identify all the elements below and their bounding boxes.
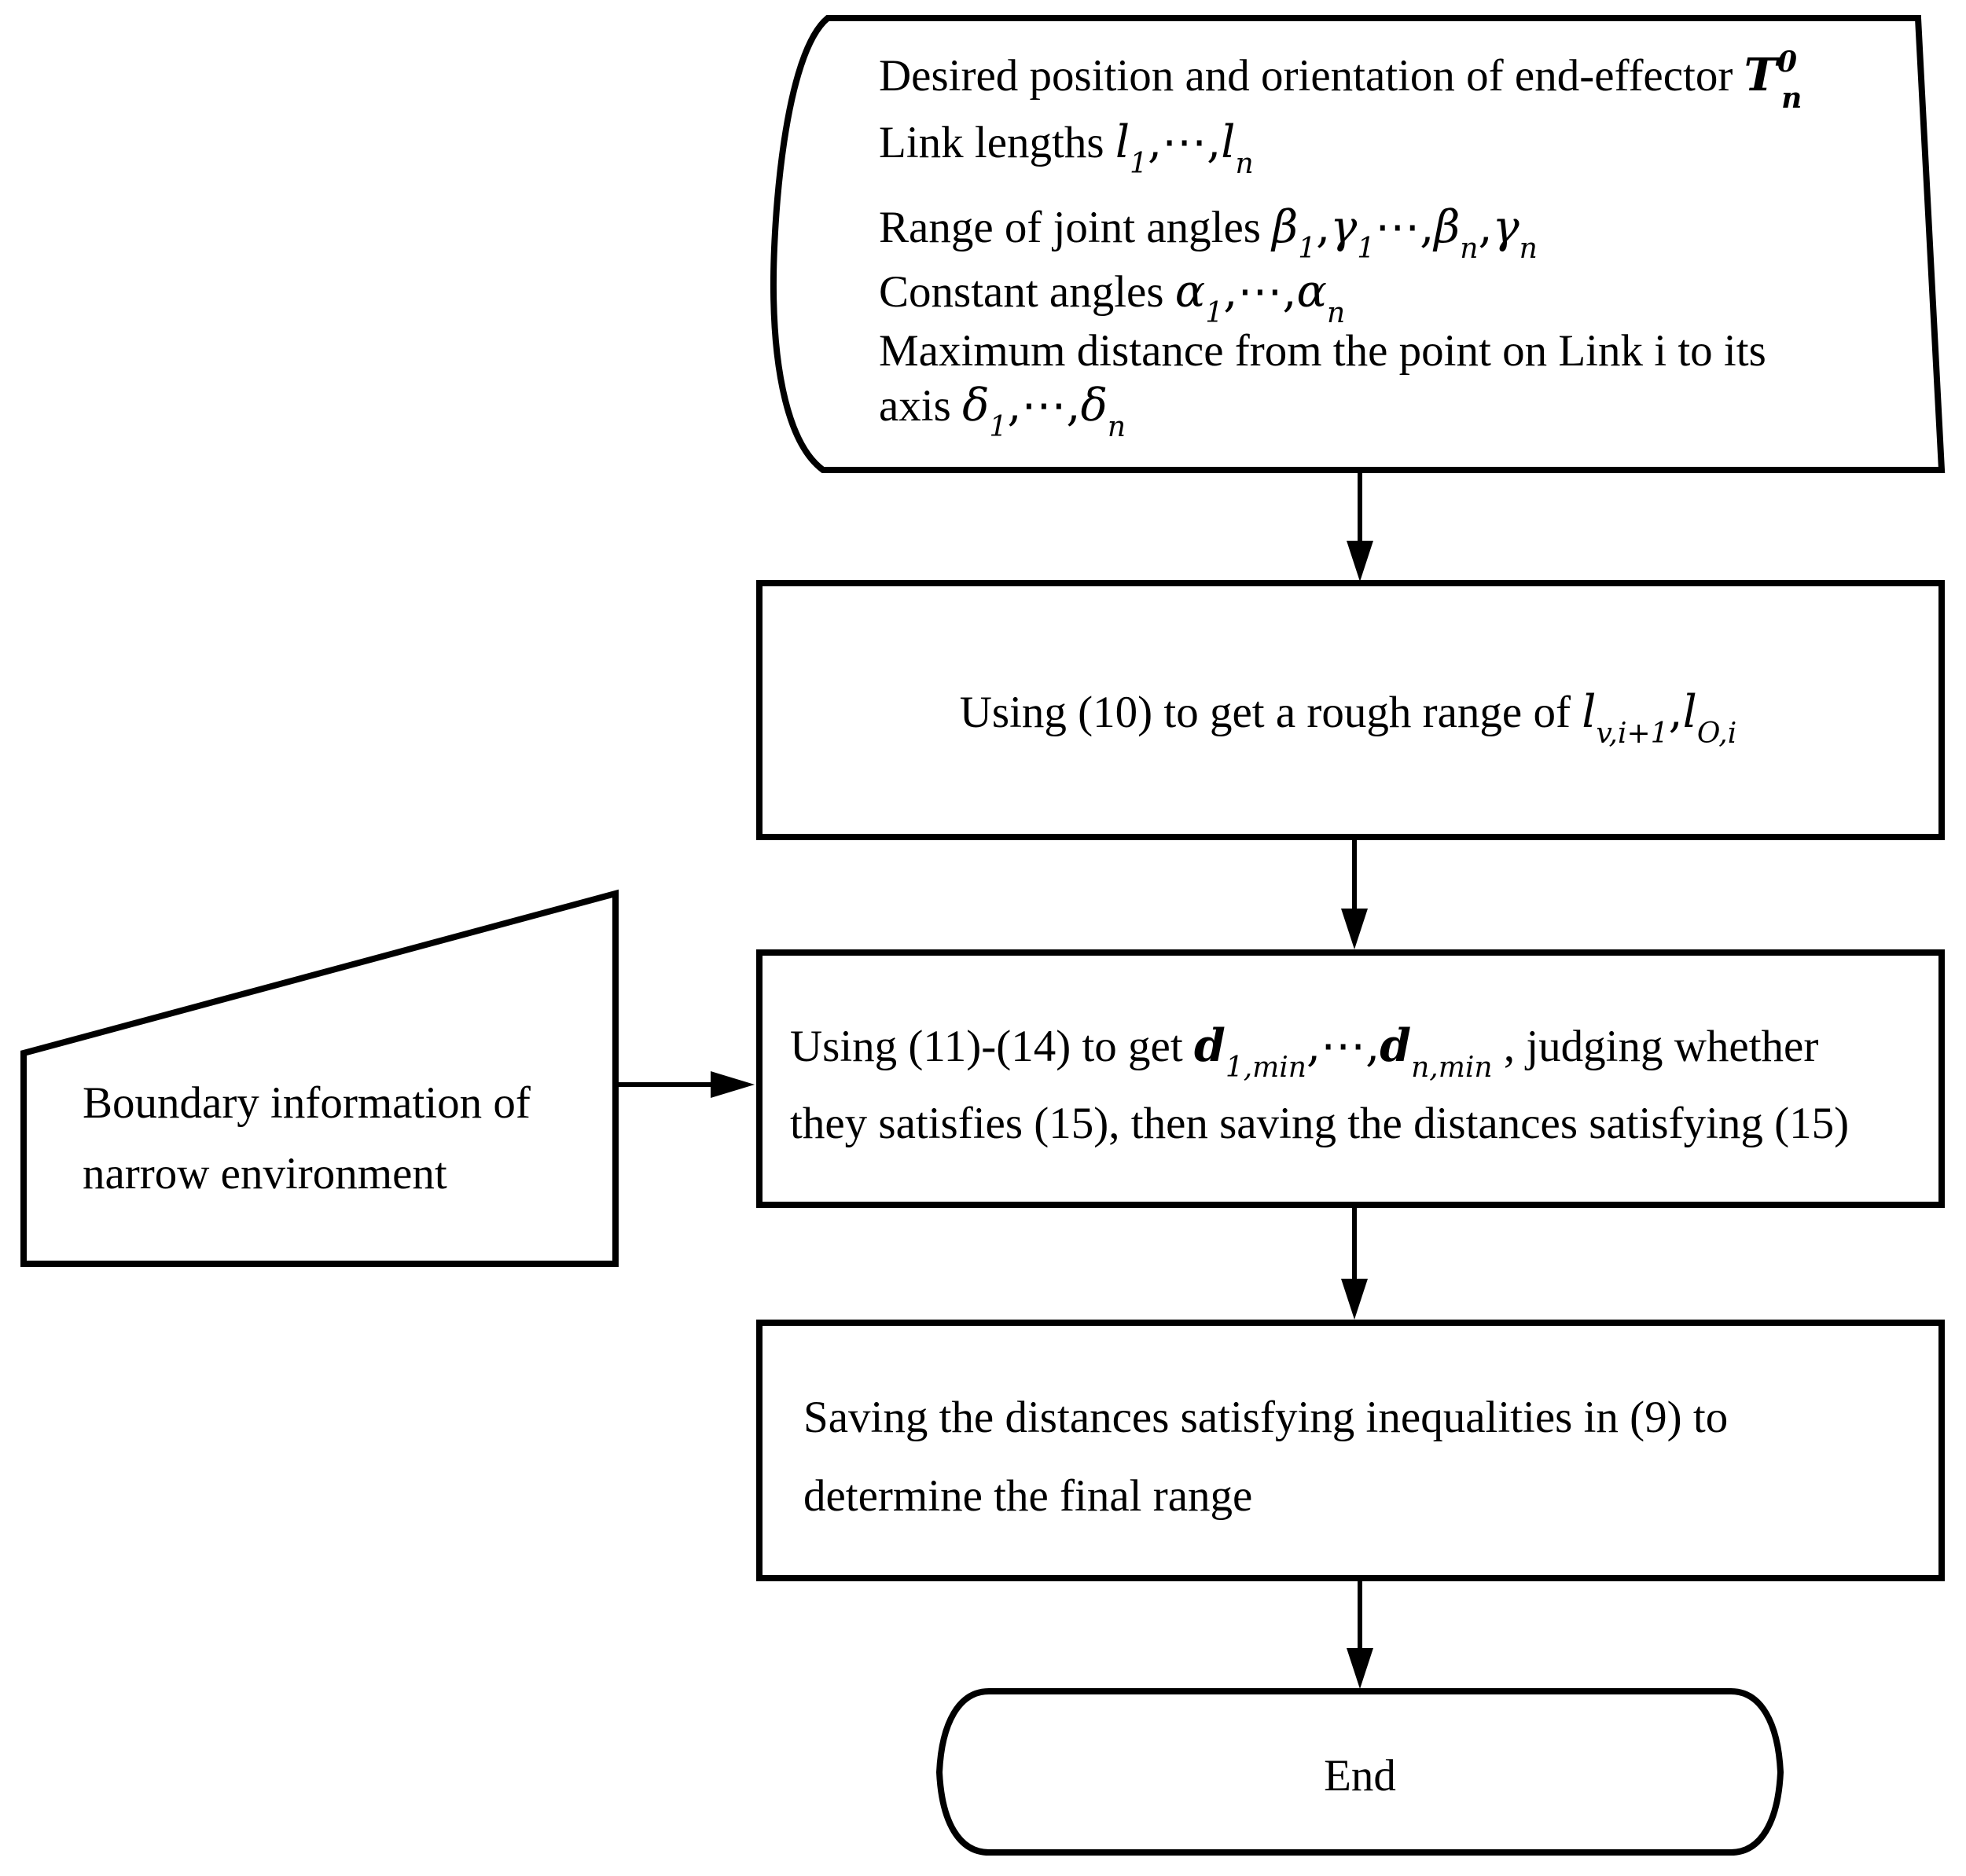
box3-text-line2: determine the final range: [803, 1471, 1252, 1521]
input-card-shape: [770, 15, 1946, 473]
process-box-final-range: [756, 1320, 1945, 1581]
arrowhead-box2-to-box3: [1341, 1279, 1368, 1320]
arrowhead-side-to-box2: [711, 1071, 755, 1098]
box1-text: Using (10) to get a rough range of lv,i+…: [960, 686, 1737, 750]
input-line-link-lengths: Link lengths l1,⋯,ln: [879, 116, 1254, 180]
arrowhead-box3-to-end: [1347, 1648, 1373, 1689]
box3-text-line1: Saving the distances satisfying inequali…: [803, 1393, 1728, 1442]
process-box-min-distances: [756, 949, 1945, 1208]
side-input-line2: narrow environment: [83, 1149, 447, 1199]
box2-text-line1: Using (11)-(14) to get d1,min,⋯,dn,min ,…: [790, 1019, 1818, 1084]
input-line-desired-pose: Desired position and orientation of end-…: [879, 46, 1802, 115]
box2-text-line2: they satisfies (15), then saving the dis…: [790, 1099, 1849, 1148]
input-line-joint-angle-ranges: Range of joint angles β1,γ1⋯,βn,γn: [879, 201, 1538, 265]
side-input-line1: Boundary information of: [83, 1078, 531, 1128]
input-line-axis-deltas: axis δ1,⋯,δn: [879, 380, 1126, 443]
input-line-max-distance: Maximum distance from the point on Link …: [879, 326, 1766, 376]
end-label: End: [1324, 1751, 1396, 1801]
arrowhead-card-to-box1: [1347, 541, 1373, 582]
side-input-shape: [20, 889, 619, 1267]
process-box-rough-range: [756, 580, 1945, 840]
arrowhead-box1-to-box2: [1341, 909, 1368, 949]
end-terminator-shape: [935, 1688, 1784, 1856]
input-line-constant-angles: Constant angles α1,⋯,αn: [879, 266, 1345, 329]
